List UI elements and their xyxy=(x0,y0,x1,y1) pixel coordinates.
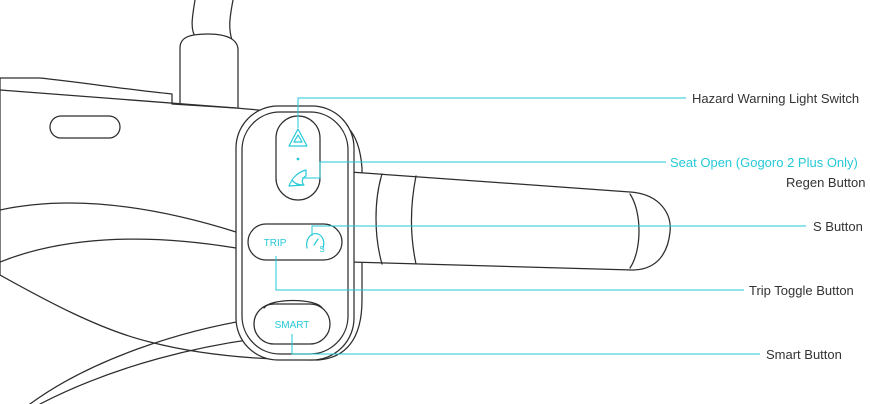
hazard-callout-line xyxy=(297,97,686,128)
seat-icon[interactable] xyxy=(288,169,307,187)
fairing-curve-1 xyxy=(0,202,237,233)
cable-sleeve xyxy=(179,33,239,111)
smart-button-label[interactable]: SMART xyxy=(275,320,310,331)
separator-dot xyxy=(296,157,300,161)
hazard-callout-label: Hazard Warning Light Switch xyxy=(692,91,859,106)
cable-inner xyxy=(229,0,234,41)
grip-end-cap xyxy=(629,193,640,269)
grip-collar-right xyxy=(410,175,417,265)
smart-callout-line xyxy=(291,334,760,355)
fairing-ridge xyxy=(0,89,237,109)
trip-s-button-pill[interactable] xyxy=(247,223,343,261)
trip-callout-label: Trip Toggle Button xyxy=(749,283,854,298)
smart-callout-label: Smart Button xyxy=(766,347,842,362)
side-vent-slot xyxy=(49,115,121,139)
s-button-label[interactable]: S xyxy=(319,245,324,254)
grip-collar-left xyxy=(375,173,383,265)
fairing-curve-2 xyxy=(0,238,237,263)
smart-button-top-edge xyxy=(263,299,323,309)
seat-open-callout-label: Seat Open (Gogoro 2 Plus Only) xyxy=(670,155,858,170)
trip-button-label[interactable]: TRIP xyxy=(264,238,287,249)
regen-callout-label: Regen Button xyxy=(786,175,866,190)
seat-callout-line xyxy=(302,161,666,179)
s-button-callout-line xyxy=(311,225,806,236)
trip-callout-line xyxy=(275,256,744,291)
cable-outer xyxy=(191,0,197,39)
speed-gauge-icon[interactable] xyxy=(306,233,325,249)
s-button-callout-label: S Button xyxy=(813,219,863,234)
handle-grip xyxy=(349,171,671,271)
fairing-curve-3 xyxy=(29,317,261,404)
hazard-triangle-icon[interactable] xyxy=(288,128,308,147)
